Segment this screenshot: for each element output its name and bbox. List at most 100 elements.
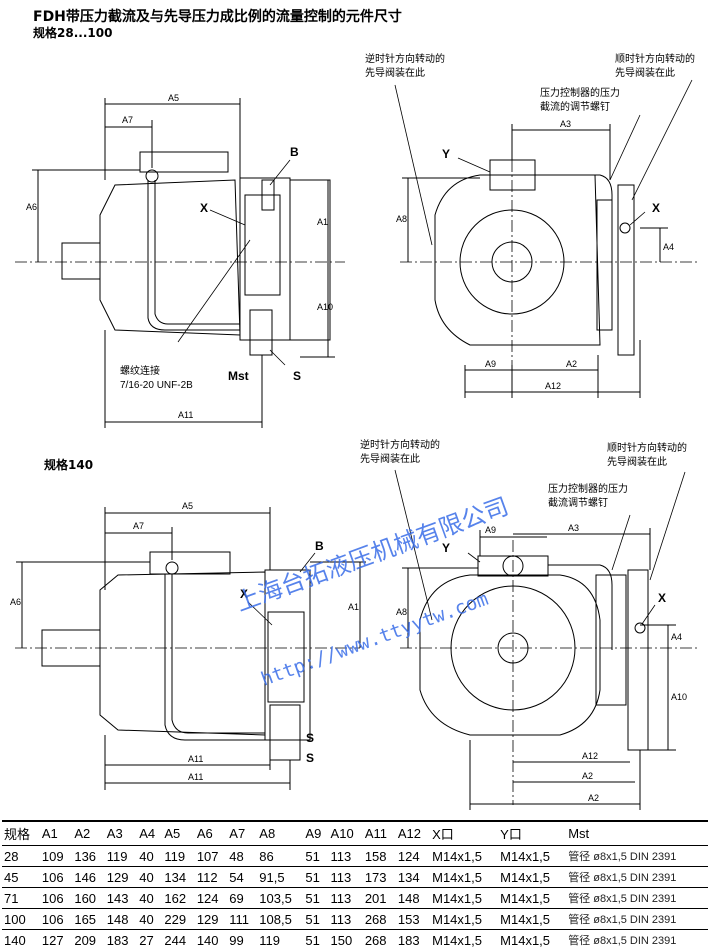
table-cell: 45 <box>4 869 19 885</box>
dim-a2-140-a: A2 <box>582 771 593 781</box>
table-cell: 183 <box>397 932 420 948</box>
column-header: A3 <box>106 826 123 841</box>
dim-a12-140: A12 <box>582 751 598 761</box>
screw-note-1: 压力控制器的压力 <box>540 86 620 99</box>
table-cell: 136 <box>74 848 97 864</box>
table-cell: 119 <box>164 848 186 864</box>
table-cell: 管径 ø8x1,5 DIN 2391 <box>568 851 677 863</box>
table-cell: M14x1,5 <box>500 911 551 927</box>
table-cell: 134 <box>397 869 420 885</box>
table-cell: 40 <box>139 848 154 864</box>
column-header: A8 <box>259 826 276 841</box>
cw-note-1: 顺时针方向转动的 <box>615 52 695 65</box>
table-cell: 129 <box>106 869 129 885</box>
table-cell: 54 <box>229 869 244 885</box>
table-cell: 51 <box>305 890 320 906</box>
table-cell: 201 <box>364 890 387 906</box>
table-cell: 管径 ø8x1,5 DIN 2391 <box>568 872 677 884</box>
table-cell: 229 <box>164 911 187 927</box>
port-s-label: S <box>293 369 301 383</box>
dim-a1-140: A1 <box>348 602 359 612</box>
table-cell: 153 <box>397 911 420 927</box>
table-cell: M14x1,5 <box>432 932 482 948</box>
table-cell: 173 <box>364 869 387 885</box>
dim-a11-140-b: A11 <box>188 772 203 782</box>
port-x-label: X <box>200 201 208 215</box>
table-cell: 244 <box>164 932 187 948</box>
port-s-label-140-b: S <box>306 751 314 765</box>
column-header: A12 <box>397 826 421 841</box>
dim-a5-140: A5 <box>182 501 193 511</box>
table-cell: 162 <box>164 890 187 906</box>
table-cell: 134 <box>164 869 187 885</box>
cw-note-2: 先导阀装在此 <box>615 66 675 79</box>
table-cell: 40 <box>139 911 154 927</box>
dim-a5: A5 <box>168 93 179 103</box>
dim-a2-140-b: A2 <box>588 793 599 803</box>
port-b-label-140: B <box>315 539 324 553</box>
table-cell: 124 <box>397 848 420 864</box>
column-header: A6 <box>196 826 213 841</box>
table-cell: 40 <box>139 890 154 906</box>
column-header: A4 <box>139 826 156 841</box>
table-cell: M14x1,5 <box>432 911 482 927</box>
technical-drawings: A5 A7 A6 B X A1 A10 Mst S 螺纹连接 7/16-20 U… <box>10 52 700 810</box>
column-header: A11 <box>364 826 387 841</box>
table-cell: 27 <box>139 932 154 948</box>
thread-note-1: 螺纹连接 <box>120 364 160 377</box>
table-cell: 管径 ø8x1,5 DIN 2391 <box>568 914 677 926</box>
screw-note-140-2: 截流调节螺钉 <box>548 496 608 509</box>
table-cell: 51 <box>305 869 320 885</box>
dim-a11-140-a: A11 <box>188 754 203 764</box>
table-cell: 109 <box>41 848 64 864</box>
dim-a3: A3 <box>560 119 571 129</box>
table-cell: 150 <box>330 932 353 948</box>
table-cell: 86 <box>259 848 274 864</box>
table-cell: 129 <box>196 911 219 927</box>
table-cell: 268 <box>364 911 387 927</box>
table-cell: M14x1,5 <box>432 848 482 864</box>
table-cell: 28 <box>4 848 19 864</box>
table-cell: M14x1,5 <box>500 890 551 906</box>
ccw-note-140-2: 先导阀装在此 <box>360 452 420 465</box>
dim-a9-140: A9 <box>485 525 496 535</box>
table-cell: 40 <box>139 869 154 885</box>
section-heading-28-100: 规格28...100 <box>33 26 113 40</box>
table-cell: 165 <box>74 911 97 927</box>
ccw-note-1: 逆时针方向转动的 <box>365 52 445 65</box>
column-header: A5 <box>164 826 181 841</box>
dim-a8-140: A8 <box>396 607 407 617</box>
section-heading-140: 规格140 <box>44 458 94 472</box>
table-cell: M14x1,5 <box>432 890 482 906</box>
table-cell: 183 <box>106 932 129 948</box>
table-cell: 108,5 <box>259 911 292 927</box>
front-view-140: 逆时针方向转动的 先导阀装在此 顺时针方向转动的 先导阀装在此 压力控制器的压力… <box>360 438 700 810</box>
port-s-label-140-a: S <box>306 731 314 745</box>
table-cell: 111 <box>229 911 250 927</box>
table-cell: 51 <box>305 911 320 927</box>
table-cell: 140 <box>196 932 219 948</box>
table-cell: M14x1,5 <box>500 932 551 948</box>
dim-a11: A11 <box>178 410 193 420</box>
dim-a10-140: A10 <box>671 692 687 702</box>
dim-a7: A7 <box>122 115 133 125</box>
column-header: A1 <box>41 826 58 841</box>
dim-a7-140: A7 <box>133 521 144 531</box>
table-cell: 112 <box>196 869 218 885</box>
table-cell: 160 <box>74 890 97 906</box>
table-cell: 管径 ø8x1,5 DIN 2391 <box>568 893 677 905</box>
dim-a6-140: A6 <box>10 597 21 607</box>
table-cell: 146 <box>74 869 97 885</box>
table-cell: 124 <box>196 890 219 906</box>
front-view-28-100: 逆时针方向转动的 先导阀装在此 顺时针方向转动的 先导阀装在此 压力控制器的压力… <box>365 52 700 398</box>
dim-a4: A4 <box>663 242 674 252</box>
table-cell: 119 <box>259 932 281 948</box>
cw-note-140-2: 先导阀装在此 <box>607 455 667 468</box>
table-cell: M14x1,5 <box>432 869 482 885</box>
